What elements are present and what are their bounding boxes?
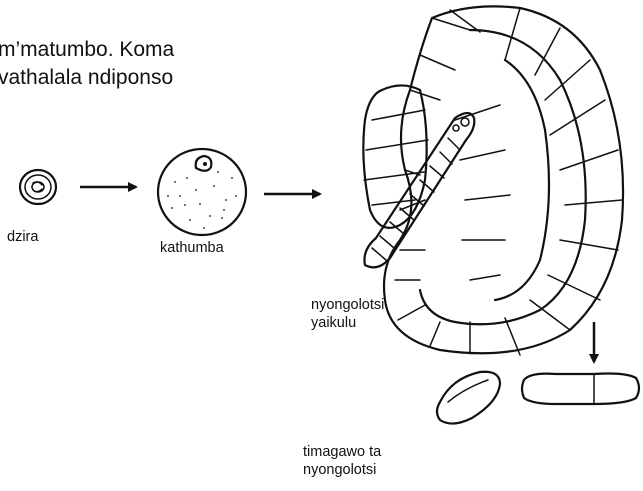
cyst-label: kathumba [160, 239, 224, 257]
egg-icon [20, 170, 56, 204]
adult-worm-label-line-2: yaikulu [311, 314, 384, 332]
tapeworm-icon [364, 113, 474, 267]
adult-worm-label-line-1: nyongolotsi [311, 296, 384, 314]
segments-label-line-1: timagawo ta [303, 443, 381, 461]
egg-label: dzira [7, 228, 38, 246]
segments-label: timagawo ta nyongolotsi [303, 443, 381, 479]
adult-worm-label: nyongolotsi yaikulu [311, 296, 384, 332]
cyst-icon [158, 149, 246, 235]
segments-label-line-2: nyongolotsi [303, 461, 381, 479]
worm-segments-icon [437, 372, 639, 424]
